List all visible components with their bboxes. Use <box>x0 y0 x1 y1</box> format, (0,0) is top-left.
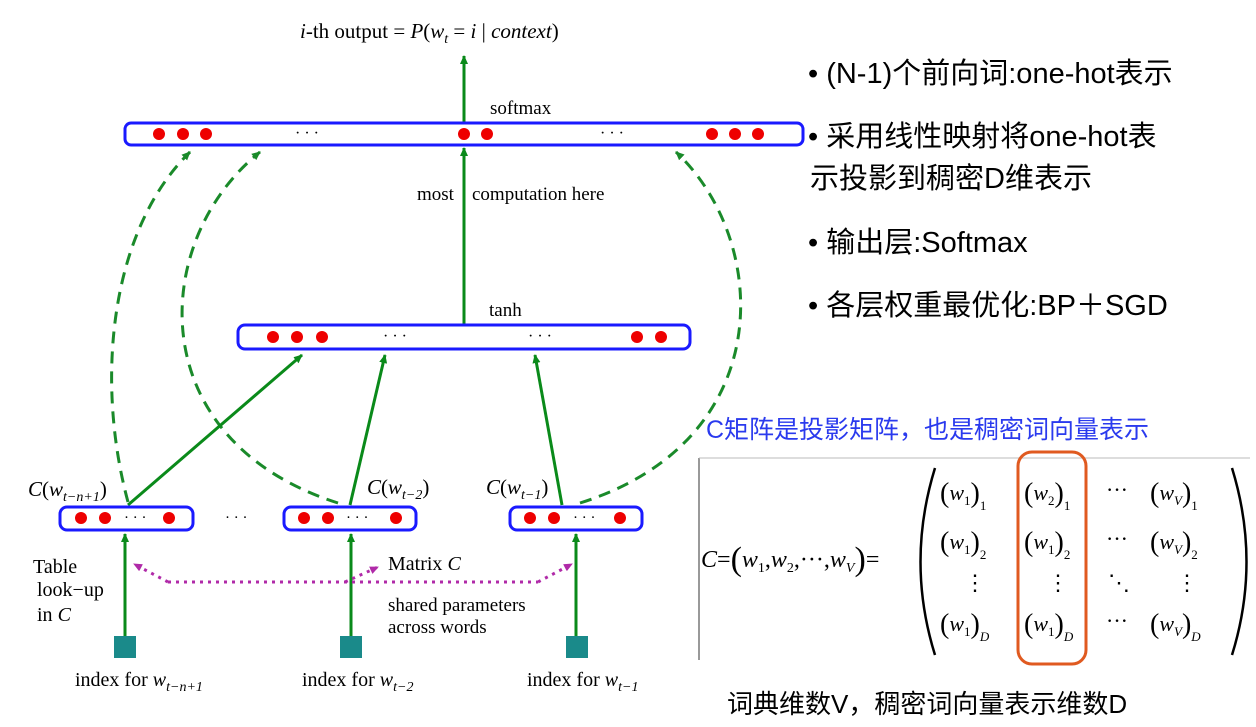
neuron <box>631 331 643 343</box>
matrix-cell: ⋮ <box>1047 570 1069 595</box>
ellipsis: · · · <box>346 510 369 526</box>
index-box-1 <box>114 636 136 658</box>
neuron <box>163 512 175 524</box>
matrix-cell: ⋱ <box>1108 570 1130 595</box>
matrix-cell: (w1)2 <box>1024 527 1070 562</box>
c-label-2: C(wt−2) <box>367 475 429 503</box>
neuron <box>153 128 165 140</box>
bullet-projection-line1: • 采用线性映射将one-hot表 <box>808 121 1157 153</box>
ellipsis: · · · <box>295 125 319 142</box>
neuron <box>267 331 279 343</box>
dimension-note: 词典维数V，稠密词向量表示维数D <box>727 689 1128 719</box>
skip-connections <box>110 150 743 505</box>
across-words-label: across words <box>388 617 487 638</box>
index-box-3 <box>566 636 588 658</box>
neuron <box>752 128 764 140</box>
ellipsis: · · · <box>124 510 147 526</box>
neuron <box>298 512 310 524</box>
neuron <box>75 512 87 524</box>
neuron <box>322 512 334 524</box>
matrix-cell: (wV)D <box>1150 609 1201 644</box>
neuron <box>291 331 303 343</box>
most-label: most <box>417 184 455 205</box>
lookup-label: look−up <box>37 579 104 601</box>
matrix-cell: (w1)1 <box>940 478 986 513</box>
neuron <box>706 128 718 140</box>
matrix-cell: ··· <box>1106 526 1128 551</box>
matrix-cell: ⋮ <box>1176 570 1198 595</box>
matrix-cell: (w1)D <box>940 609 990 644</box>
neuron <box>99 512 111 524</box>
tanh-layer: · · · · · · <box>236 323 692 351</box>
projection-2: · · · <box>282 505 418 532</box>
softmax-label: softmax <box>490 98 552 119</box>
bullet-one-hot: • (N-1)个前向词:one-hot表示 <box>808 58 1173 90</box>
neuron <box>390 512 402 524</box>
neuron <box>316 331 328 343</box>
shared-parameters-label: shared parameters <box>388 595 526 616</box>
matrix-c-label: Matrix C <box>388 553 461 575</box>
matrix-cell: ··· <box>1106 608 1128 633</box>
bullet-optimization: • 各层权重最优化:BP＋SGD <box>808 290 1168 322</box>
index-label-1: index for wt−n+1 <box>75 669 203 695</box>
tanh-label: tanh <box>489 300 522 321</box>
c-matrix-note: C矩阵是投影矩阵，也是稠密词向量表示 <box>706 416 1150 444</box>
output-label: i-th output = P(wt = i | context) <box>300 19 559 47</box>
projection-1: · · · <box>58 505 195 532</box>
matrix-cell: (w1)D <box>1024 609 1074 644</box>
projection-3: · · · <box>508 505 644 532</box>
matrix-cell: (wV)2 <box>1150 527 1198 562</box>
matrix-cell: (w2)1 <box>1024 478 1070 513</box>
ellipsis: · · · <box>225 510 248 526</box>
matrix-cell: (wV)1 <box>1150 478 1198 513</box>
neuron <box>614 512 626 524</box>
in-c-label: in C <box>37 604 72 626</box>
ellipsis: · · · <box>573 510 596 526</box>
column-highlight <box>1016 450 1088 666</box>
proj2-to-hidden-arrow <box>348 354 388 506</box>
proj1-to-hidden-arrow <box>127 353 303 507</box>
neuron <box>548 512 560 524</box>
ellipsis: · · · <box>600 125 624 142</box>
neuron <box>200 128 212 140</box>
neuron <box>729 128 741 140</box>
ellipsis: · · · <box>528 328 552 345</box>
matrix-cell: ··· <box>1106 477 1128 502</box>
matrix-lhs: C=(w1,w2,···,wV)= <box>701 541 879 578</box>
index-label-2: index for wt−2 <box>302 669 413 695</box>
bullet-projection-line2: 示投影到稠密D维表示 <box>810 163 1092 195</box>
bullet-softmax: • 输出层:Softmax <box>808 227 1028 259</box>
neuron <box>177 128 189 140</box>
index-box-2 <box>340 636 362 658</box>
neuron <box>524 512 536 524</box>
neuron <box>655 331 667 343</box>
neuron <box>481 128 493 140</box>
matrix-cell: ⋮ <box>964 570 986 595</box>
c-label-3: C(wt−1) <box>486 475 548 503</box>
proj3-to-hidden-arrow <box>532 354 564 506</box>
index-label-3: index for wt−1 <box>527 669 638 695</box>
matrix-cell: (w1)2 <box>940 527 986 562</box>
matrix-panel: C=(w1,w2,···,wV)= (w1)1 (w2)1 ··· (wV)1 … <box>698 450 1250 666</box>
neuron <box>458 128 470 140</box>
c-label-1: C(wt−n+1) <box>28 477 107 505</box>
computation-here-label: computation here <box>472 184 604 205</box>
ellipsis: · · · <box>383 328 407 345</box>
softmax-layer: · · · · · · <box>123 121 805 147</box>
table-label: Table <box>33 556 77 578</box>
